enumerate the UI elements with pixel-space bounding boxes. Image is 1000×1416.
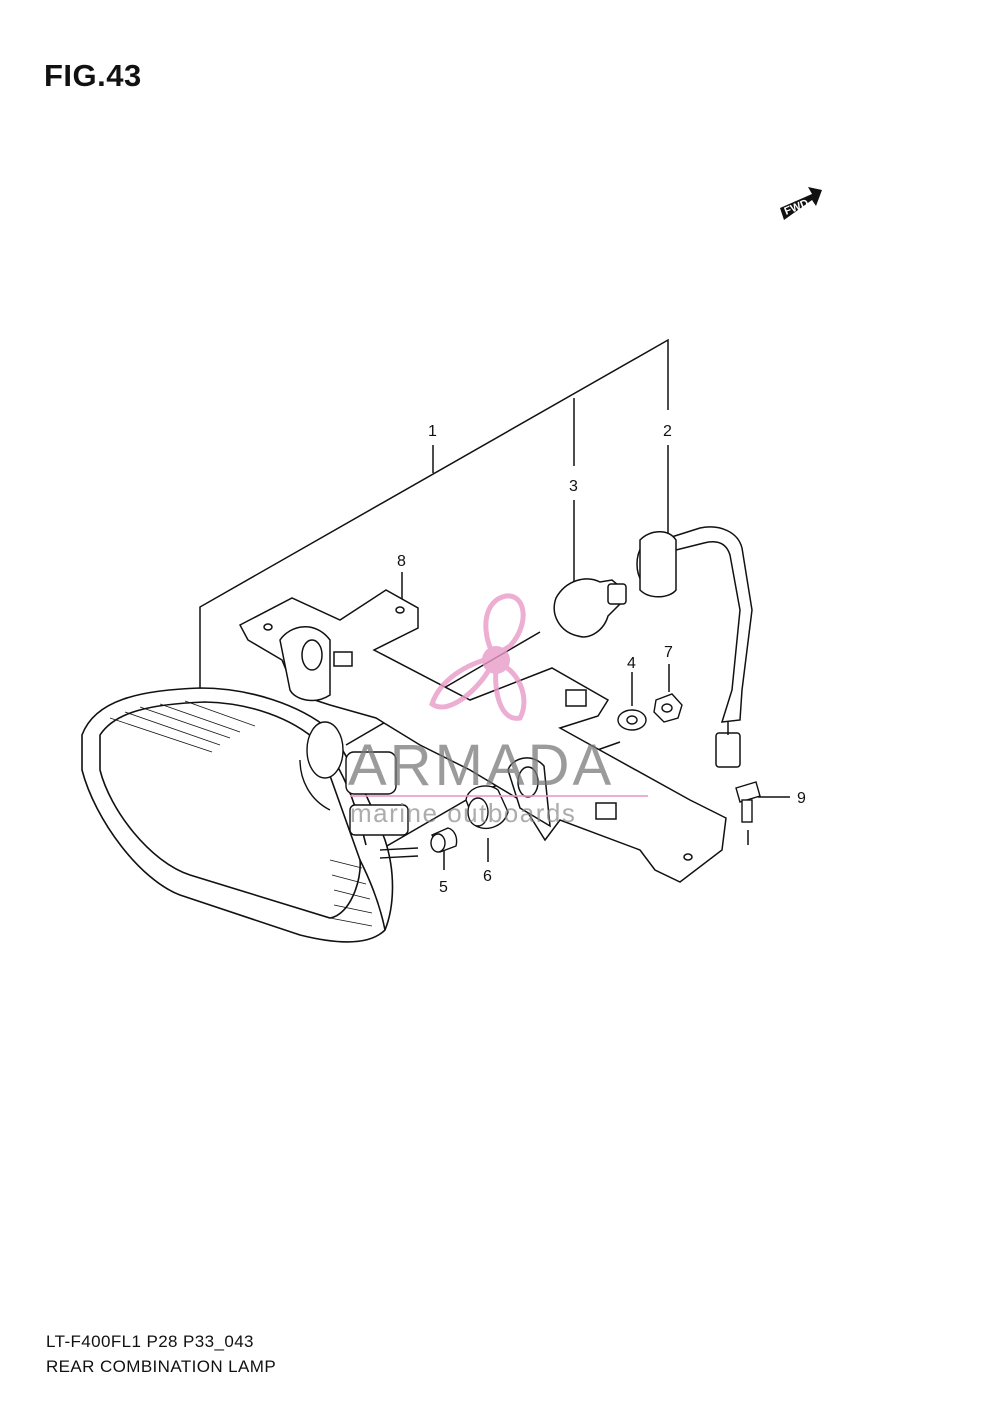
figure-title: FIG.43 [44,58,142,93]
callout-1: 1 [428,423,437,440]
watermark-brand: ARMADA [348,733,614,798]
callout-6: 6 [483,868,492,885]
bulb-socket-harness [636,526,753,768]
fwd-label: FWD [783,197,811,218]
lamp-lens-ribs [109,700,373,927]
lamp-housing [81,687,394,943]
nut [653,693,683,723]
callout-5: 5 [439,879,448,896]
figure-name: REAR COMBINATION LAMP [46,1357,277,1376]
propeller-logo-icon [429,593,527,721]
model-code: LT-F400FL1 P28 P33_043 [46,1332,254,1351]
bulb [553,578,627,638]
callout-4: 4 [627,655,636,672]
callout-9: 9 [797,790,806,807]
watermark-tagline: marine outboards [350,798,576,828]
callout-3: 3 [569,478,578,495]
mounting-bracket [238,589,727,883]
callout-labels: 1 2 3 4 5 6 7 8 9 [397,423,806,896]
callout-8: 8 [397,553,406,570]
fwd-arrow-icon: FWD [780,187,822,220]
callout-7: 7 [664,644,673,661]
lamp-rear-socket [299,721,419,859]
washer [617,709,647,731]
callout-2: 2 [663,423,672,440]
bolt [735,781,761,823]
cushion [430,827,458,853]
